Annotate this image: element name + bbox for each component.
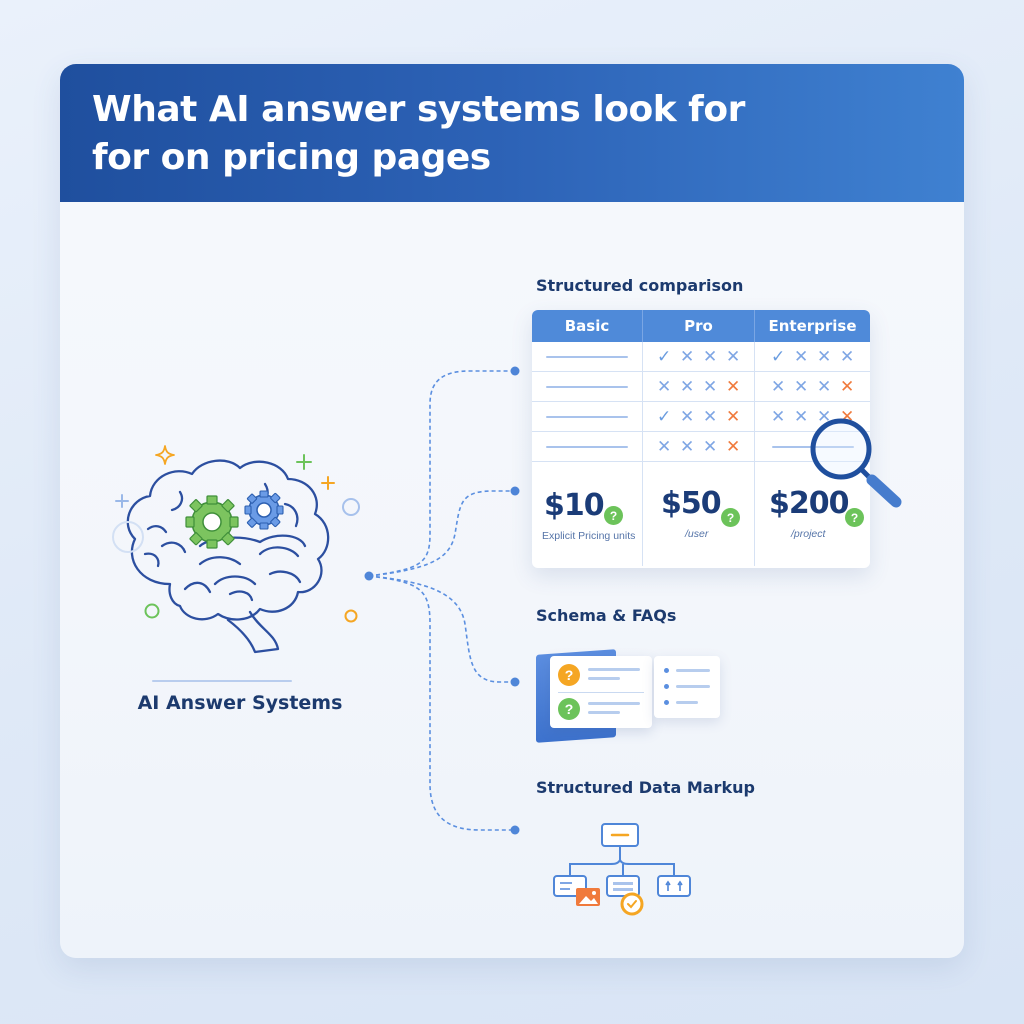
price-cell-basic: $10 ? Explicit Pricing units bbox=[532, 462, 643, 566]
bullet bbox=[664, 700, 669, 705]
circle-icon-blue bbox=[342, 498, 360, 516]
circle-icon-green bbox=[144, 603, 160, 619]
price-amount: $10 bbox=[544, 488, 605, 523]
brain-with-gears-icon bbox=[126, 459, 330, 654]
table-row: ✓ ✕ ✕ ✕ ✓ ✕ ✕ ✕ bbox=[532, 342, 870, 372]
green-gear-icon bbox=[185, 495, 239, 549]
x-orange-icon: ✕ bbox=[840, 377, 855, 396]
faq-list-card bbox=[654, 656, 720, 718]
price-unit: /user bbox=[685, 528, 709, 540]
check-icon: ✓ bbox=[771, 347, 786, 366]
help-badge-icon: ? bbox=[604, 506, 623, 525]
title-line-1: What AI answer systems look for bbox=[92, 89, 745, 130]
text-line bbox=[588, 668, 640, 671]
price-cell-pro: $50 ? /user bbox=[643, 462, 755, 566]
table-row: ✕ ✕ ✕ ✕ ✕ ✕ ✕ ✕ bbox=[532, 372, 870, 402]
help-badge-icon: ? bbox=[845, 508, 864, 527]
faq-card: ? ? bbox=[550, 656, 652, 728]
hub-label: AI Answer Systems bbox=[137, 692, 343, 714]
divider bbox=[558, 692, 644, 693]
placeholder-line bbox=[546, 415, 628, 418]
plus-icon-orange bbox=[321, 476, 335, 490]
table-header: Basic Pro Enterprise bbox=[532, 310, 870, 342]
plus-icon-green bbox=[296, 454, 312, 470]
circle-icon-orange bbox=[344, 609, 358, 623]
x-orange-icon: ✕ bbox=[726, 407, 741, 426]
text-line bbox=[588, 711, 620, 714]
placeholder-line bbox=[546, 355, 628, 358]
bullet bbox=[664, 684, 669, 689]
section-label-faq: Schema & FAQs bbox=[536, 606, 677, 625]
column-header-enterprise: Enterprise bbox=[768, 317, 857, 335]
x-orange-icon: ✕ bbox=[726, 377, 741, 396]
title-line-2: for on pricing pages bbox=[92, 137, 491, 178]
magnifier-icon bbox=[810, 418, 902, 508]
x-icon: ✕ bbox=[680, 377, 695, 396]
x-icon: ✕ bbox=[680, 407, 695, 426]
infographic-card: What AI answer systems look for for on p… bbox=[60, 64, 964, 958]
x-icon: ✕ bbox=[817, 347, 832, 366]
label-divider bbox=[152, 680, 292, 682]
circle-icon-faint bbox=[112, 521, 144, 553]
x-orange-icon: ✕ bbox=[726, 437, 741, 456]
x-icon: ✕ bbox=[680, 347, 695, 366]
sparkle-icon bbox=[155, 445, 175, 465]
placeholder-line bbox=[546, 445, 628, 448]
connector-lines bbox=[364, 366, 520, 835]
hierarchy-tree-icon bbox=[553, 823, 691, 916]
x-icon: ✕ bbox=[657, 437, 672, 456]
text-line bbox=[588, 702, 640, 705]
x-icon: ✕ bbox=[703, 407, 718, 426]
question-badge-icon: ? bbox=[558, 664, 580, 686]
price-unit: /project bbox=[791, 528, 826, 540]
bullet bbox=[664, 668, 669, 673]
x-icon: ✕ bbox=[771, 377, 786, 396]
x-icon: ✕ bbox=[657, 377, 672, 396]
price-unit: Explicit Pricing units bbox=[542, 530, 636, 542]
x-icon: ✕ bbox=[840, 347, 855, 366]
x-icon: ✕ bbox=[794, 407, 809, 426]
x-icon: ✕ bbox=[794, 347, 809, 366]
x-icon: ✕ bbox=[726, 347, 741, 366]
x-icon: ✕ bbox=[703, 437, 718, 456]
check-icon: ✓ bbox=[657, 407, 672, 426]
x-icon: ✕ bbox=[703, 377, 718, 396]
blue-gear-icon bbox=[244, 490, 284, 530]
x-icon: ✕ bbox=[817, 407, 832, 426]
question-badge-icon: ? bbox=[558, 698, 580, 720]
x-icon: ✕ bbox=[794, 377, 809, 396]
header-banner: What AI answer systems look for for on p… bbox=[60, 64, 964, 202]
x-icon: ✕ bbox=[817, 377, 832, 396]
text-line bbox=[676, 669, 710, 672]
price-cell-enterprise: $200 ? /project bbox=[755, 462, 870, 566]
section-label-markup: Structured Data Markup bbox=[536, 778, 755, 797]
text-line bbox=[676, 701, 698, 704]
help-badge-icon: ? bbox=[721, 508, 740, 527]
x-icon: ✕ bbox=[771, 407, 786, 426]
section-label-comparison: Structured comparison bbox=[536, 276, 744, 295]
price-row: $10 ? Explicit Pricing units $50 ? /user… bbox=[532, 462, 870, 566]
x-icon: ✕ bbox=[703, 347, 718, 366]
text-line bbox=[676, 685, 710, 688]
placeholder-line bbox=[546, 385, 628, 388]
column-header-pro: Pro bbox=[643, 310, 755, 342]
text-line bbox=[588, 677, 620, 680]
check-icon: ✓ bbox=[657, 347, 672, 366]
column-header-basic: Basic bbox=[532, 310, 643, 342]
price-amount: $50 bbox=[661, 486, 722, 521]
page-title: What AI answer systems look for for on p… bbox=[92, 86, 912, 182]
x-icon: ✕ bbox=[680, 437, 695, 456]
price-amount: $200 bbox=[769, 486, 849, 521]
plus-icon-blue bbox=[115, 494, 129, 508]
